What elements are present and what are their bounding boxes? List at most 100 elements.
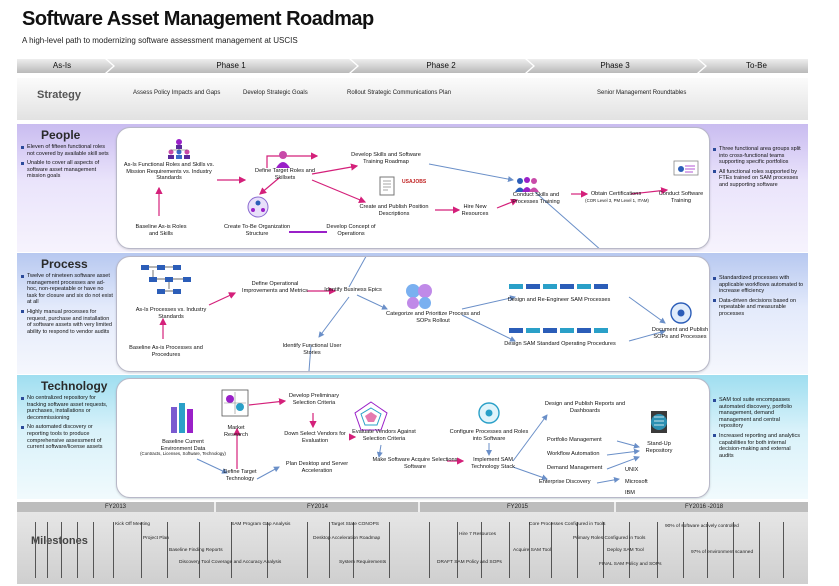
strategy-item: Senior Management Roundtables <box>597 90 687 96</box>
tick <box>481 522 482 578</box>
milestone-item: Kick Off Meeting <box>115 522 151 527</box>
usajobs-logo: USAJOBS <box>402 179 427 185</box>
people-label: People <box>41 128 81 142</box>
milestone-item: Hire 7 Resources <box>459 532 497 537</box>
node-concept-ops: Develop Concept of Operations <box>326 224 376 237</box>
tick <box>707 522 708 578</box>
strategy-item: Rollout Strategic Communications Plan <box>347 90 452 96</box>
milestone-item: Project Plan <box>143 536 169 541</box>
people-asis-item: Unable to cover all aspects of software … <box>21 160 113 180</box>
phase-2: Phase 2 <box>426 61 456 70</box>
tick <box>307 522 308 578</box>
node-sops: Design SAM Standard Operating Procedures <box>504 341 616 347</box>
node-document: Document and Publish SOPs and Processes <box>651 327 709 340</box>
tick <box>77 522 78 578</box>
node-training-roadmap: Develop Skills and Software Training Roa… <box>351 152 421 165</box>
process-chain-icon <box>509 284 608 289</box>
person-icon <box>276 151 290 168</box>
technology-asis-list: No centralized repository for tracking s… <box>21 395 113 454</box>
year-label: FY2015 <box>507 504 529 510</box>
process-band: Process Twelve of nineteen software asse… <box>17 253 808 374</box>
node-target-roles: Define Target Roles and Skillsets <box>255 168 315 181</box>
process-asis-item: Twelve of nineteen software asset manage… <box>21 273 113 306</box>
node-user-stories: Identify Functional User Stories <box>282 343 342 356</box>
milestone-item: Discovery Tool Coverage and Accuracy Ana… <box>179 560 282 565</box>
tick <box>759 522 760 578</box>
node-baseline-processes: Baseline As-is Processes and Procedures <box>129 345 203 358</box>
technology-band: Technology No centralized repository for… <box>17 375 808 499</box>
process-label: Process <box>41 257 88 271</box>
technology-label: Technology <box>41 379 108 393</box>
year-bar <box>17 502 808 512</box>
tick <box>329 522 330 578</box>
phase-asis: As-Is <box>52 61 72 70</box>
strategy-item: Develop Strategic Goals <box>243 90 308 96</box>
tick <box>113 522 114 578</box>
year-label: FY2013 <box>105 504 127 510</box>
node-position-desc: Create and Publish Position Descriptions <box>359 204 429 217</box>
tick <box>141 522 142 578</box>
tick <box>629 522 630 578</box>
org-structure-icon <box>247 196 269 218</box>
node-hire: Hire New Resources <box>461 204 489 217</box>
phase-tobe: To-Be <box>746 61 767 70</box>
technology-tobe-item: SAM tool suite encompasses automated dis… <box>713 397 805 430</box>
tick <box>429 522 430 578</box>
process-flow-icon <box>141 265 191 294</box>
node-baseline-detail: (Contracts, Licenses, Software, Technolo… <box>140 451 226 456</box>
process-asis-item: Highly manual processes for request, pur… <box>21 309 113 335</box>
node-unix: UNIX <box>625 467 639 473</box>
node-asis-roles: As-Is Functional Roles and Skills vs. Mi… <box>123 162 215 182</box>
node-acquire: Make Software Acquire Selections Softwar… <box>372 457 458 470</box>
milestone-item: FINAL SAM Policy and SOPs <box>599 562 662 567</box>
document-icon <box>379 176 395 196</box>
node-tobe-org: Create To-Be Organization Structure <box>223 224 291 237</box>
process-asis-list: Twelve of nineteen software asset manage… <box>21 273 113 338</box>
node-workflow: Workflow Automation <box>547 451 600 457</box>
milestones-label: Milestones <box>31 535 88 547</box>
milestone-item: 97% of environment scanned <box>691 550 754 555</box>
tick <box>167 522 168 578</box>
page-subtitle: A high-level path to modernizing softwar… <box>22 36 298 45</box>
process-tobe-item: Data-driven decisions based on repeatabl… <box>713 298 805 318</box>
milestone-item: DRAFT SAM Policy and SOPs <box>437 560 502 565</box>
node-configure: Configure Processes and Roles into Softw… <box>449 429 529 442</box>
milestone-item: Primary Roles Configured in Tools <box>573 536 646 541</box>
page-title: Software Asset Management Roadmap <box>22 8 374 30</box>
org-hierarchy-icon <box>168 139 190 159</box>
tick <box>61 522 62 578</box>
people-asis-item: Eleven of fifteen functional roles not c… <box>21 144 113 157</box>
node-epics: Identify Business Epics <box>324 287 382 293</box>
technology-tobe-list: SAM tool suite encompasses automated dis… <box>713 397 805 462</box>
tick <box>93 522 94 578</box>
people-tobe-item: Three functional area groups split into … <box>713 146 805 166</box>
tick <box>733 522 734 578</box>
tick <box>35 522 36 578</box>
people-connectors <box>155 152 669 248</box>
repository-server-icon <box>651 411 667 433</box>
phase-chevrons <box>17 59 808 73</box>
node-implement: Implement SAM Technology Stack <box>471 457 515 470</box>
milestone-item: Target State CONOPS <box>331 522 379 527</box>
tick <box>389 522 390 578</box>
node-cert-detail: (COR Level 3, PM Level 1, ITAM) <box>585 198 649 203</box>
publish-gear-icon <box>670 302 692 324</box>
milestone-item: SAM Program Gap Analysis <box>231 522 291 527</box>
milestone-item: Core Processes Configured in Tools <box>529 522 606 527</box>
node-portfolio: Portfolio Management <box>547 437 602 443</box>
milestone-item: Desktop Acceleration Roadmap <box>313 536 381 541</box>
milestone-item: 90% of software actively controlled <box>665 524 739 529</box>
phase-3: Phase 3 <box>600 61 630 70</box>
tick <box>267 522 268 578</box>
tick <box>783 522 784 578</box>
node-certifications: Obtain Certifications <box>590 191 642 197</box>
technology-asis-item: No automated discovery or reporting tool… <box>21 424 113 450</box>
node-market-research: Market Research <box>224 425 248 438</box>
node-define-ops: Define Operational Improvements and Metr… <box>242 281 308 294</box>
strategy-item: Assess Policy Impacts and Gaps <box>133 90 221 96</box>
node-plan-desktop: Plan Desktop and Server Acceleration <box>285 461 349 474</box>
milestone-item: System Requirements <box>339 560 387 565</box>
node-software-training: Conduct Software Training <box>658 191 704 204</box>
node-reengineer: Design and Re-Engineer SAM Processes <box>507 297 611 303</box>
vendor-radar-icon <box>354 401 388 431</box>
